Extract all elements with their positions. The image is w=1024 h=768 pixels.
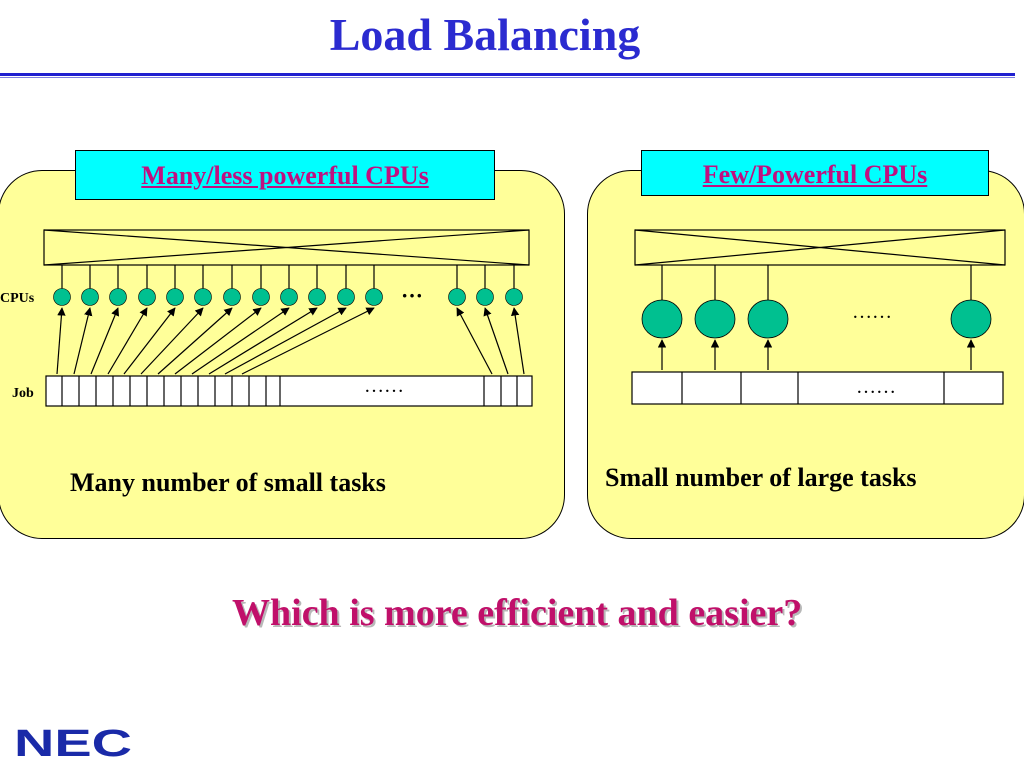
left-cpu-connectors [61, 265, 515, 291]
left-task-arrows [56, 307, 525, 375]
task-arrow [107, 307, 148, 375]
nec-logo: NEC [14, 723, 132, 762]
task-arrow [140, 307, 204, 375]
left-job-outline [45, 375, 533, 407]
left-cpu-ellipsis: ··· [401, 283, 423, 308]
svg-text:NEC: NEC [14, 723, 132, 762]
task-arrow [123, 307, 176, 375]
job-label: Job [12, 386, 34, 401]
left-interconnect-box [43, 229, 530, 266]
cpu-node [280, 288, 298, 306]
task-arrow [456, 307, 493, 375]
task-arrow [73, 307, 93, 375]
right-caption: Small number of large tasks [605, 463, 917, 492]
cpu-node [252, 288, 270, 306]
cpu-node [365, 288, 383, 306]
right-panel-header: Few/Powerful CPUs [641, 150, 989, 196]
task-arrow [241, 307, 375, 375]
left-interconnect [43, 229, 530, 266]
left-cpu-row [53, 288, 523, 306]
task-arrow [157, 307, 233, 375]
task-arrow [483, 307, 509, 375]
task-arrow [208, 307, 318, 375]
task-arrow [510, 307, 525, 375]
right-cpu-ellipsis: …… [852, 301, 892, 323]
title-underline [0, 73, 1015, 76]
task-arrow [174, 307, 262, 375]
cpu-node [337, 288, 355, 306]
cpu-node [505, 288, 523, 306]
left-caption: Many number of small tasks [70, 468, 386, 497]
task-arrow [56, 307, 66, 375]
cpu-node [194, 288, 212, 306]
right-interconnect [634, 229, 1006, 266]
cpu-node [223, 288, 241, 306]
task-arrow [191, 307, 290, 375]
page-title: Load Balancing [329, 9, 641, 60]
right-task-arrows [657, 339, 976, 370]
right-interconnect-box [634, 229, 1006, 266]
cpu-node [476, 288, 494, 306]
cpu-node [950, 299, 992, 339]
left-panel-header: Many/less powerful CPUs [75, 150, 495, 200]
right-job-ellipsis: …… [856, 376, 896, 398]
right-job-bar [631, 371, 1004, 405]
cpu-node [694, 299, 736, 339]
task-arrow [90, 307, 120, 375]
cpu-node [641, 299, 683, 339]
title-underline-shadow [0, 77, 1015, 78]
right-interconnect-cross [634, 229, 1006, 266]
cpu-node [53, 288, 71, 306]
cpu-node [747, 299, 789, 339]
left-interconnect-cross [43, 229, 530, 266]
cpu-node [308, 288, 326, 306]
cpu-node [448, 288, 466, 306]
left-job-bar [45, 375, 533, 407]
question-text: Which is more efficient and easier? [232, 592, 803, 634]
cpus-label: CPUs [0, 291, 35, 306]
cpu-node [138, 288, 156, 306]
cpu-node [109, 288, 127, 306]
task-arrow [224, 307, 347, 375]
left-panel [0, 170, 565, 539]
right-panel [587, 170, 1024, 539]
cpu-node [81, 288, 99, 306]
right-cpu-row [641, 299, 992, 339]
left-job-ellipsis: …… [364, 375, 404, 397]
cpu-node [166, 288, 184, 306]
right-cpu-connectors [661, 265, 972, 300]
right-job-outline [631, 371, 1004, 405]
